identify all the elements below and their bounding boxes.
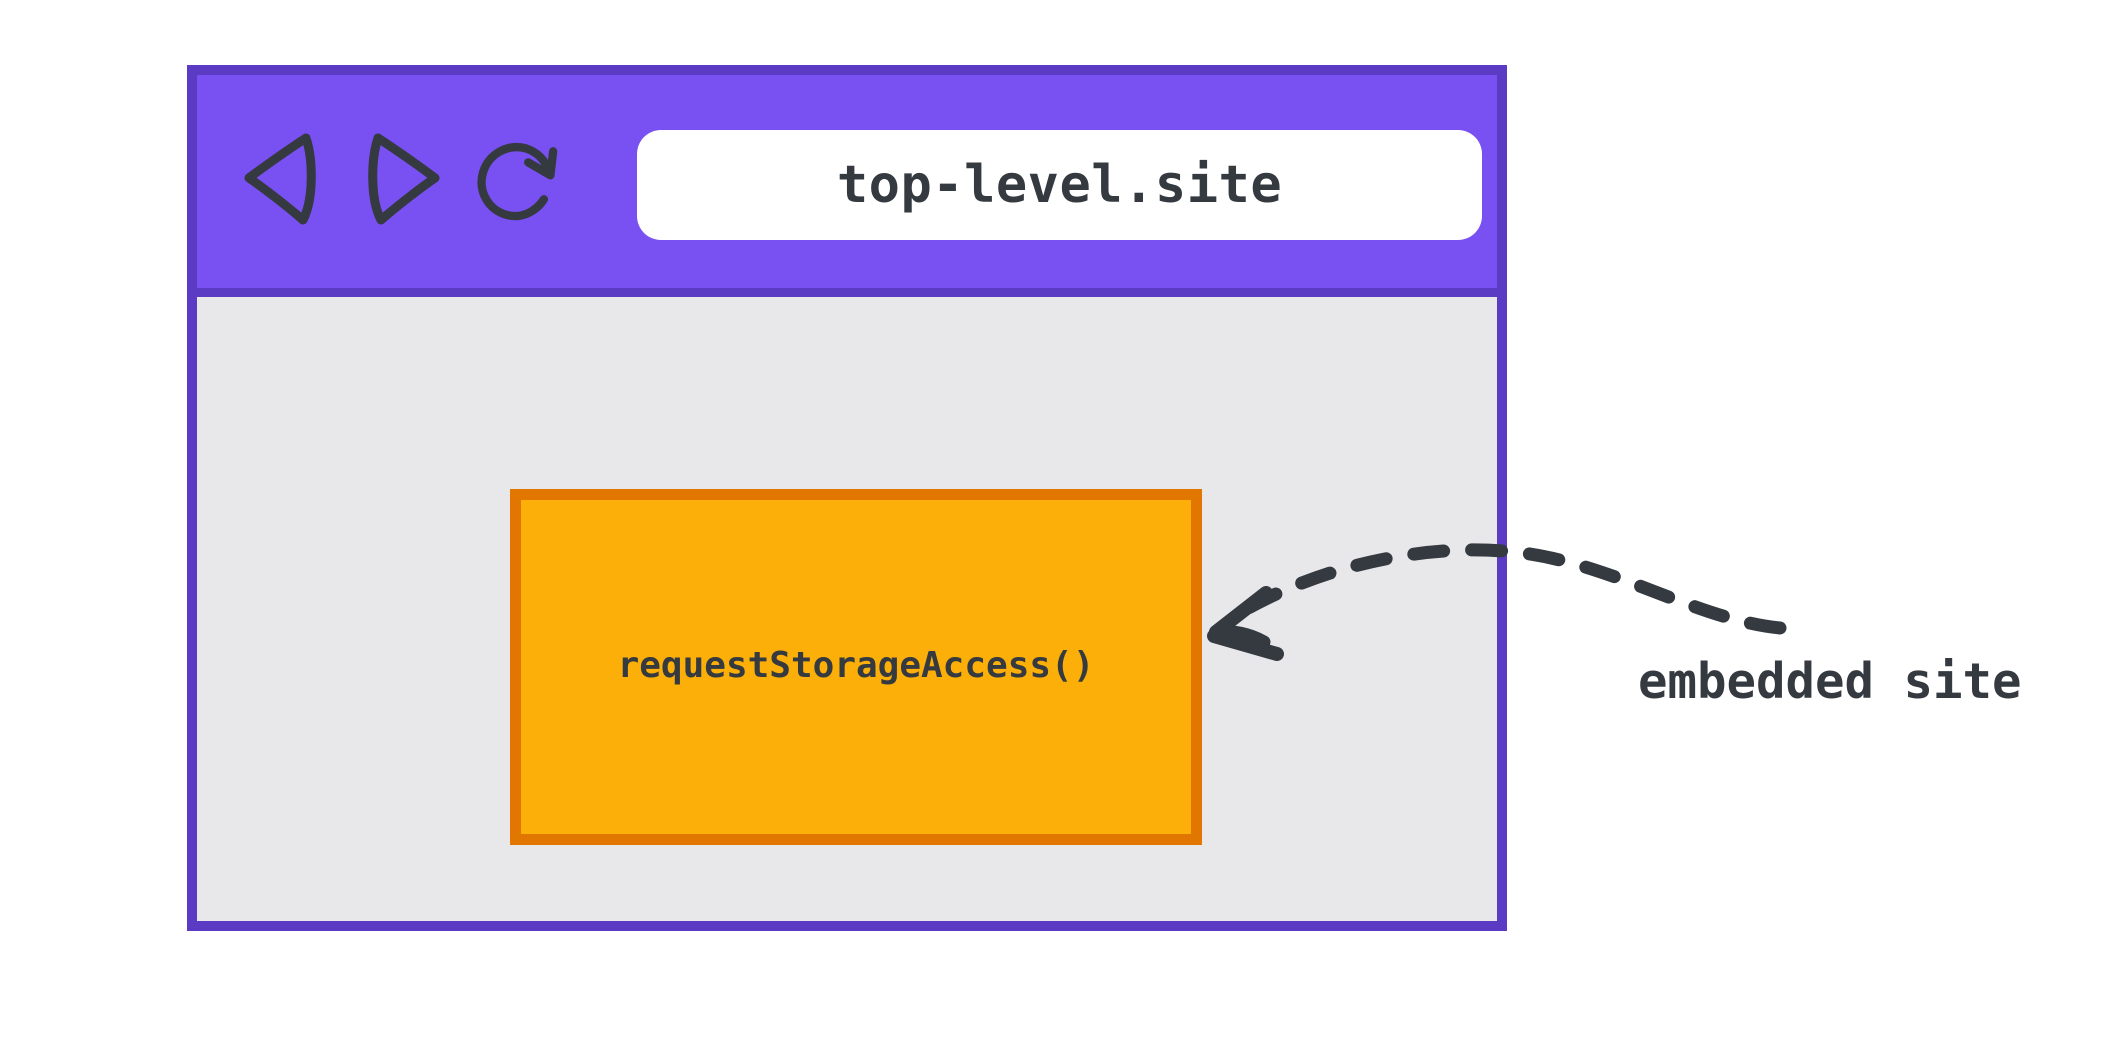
embedded-site-frame[interactable]: requestStorageAccess() — [510, 489, 1202, 845]
browser-nav-controls — [235, 127, 567, 231]
embedded-site-annotation-label: embedded site — [1638, 653, 2022, 710]
reload-icon[interactable] — [471, 127, 567, 231]
url-text: top-level.site — [836, 155, 1283, 215]
url-bar[interactable]: top-level.site — [637, 130, 1482, 240]
request-storage-access-label: requestStorageAccess() — [617, 645, 1095, 686]
forward-icon[interactable] — [353, 127, 449, 231]
browser-toolbar: top-level.site — [197, 75, 1497, 297]
back-icon[interactable] — [235, 127, 331, 231]
